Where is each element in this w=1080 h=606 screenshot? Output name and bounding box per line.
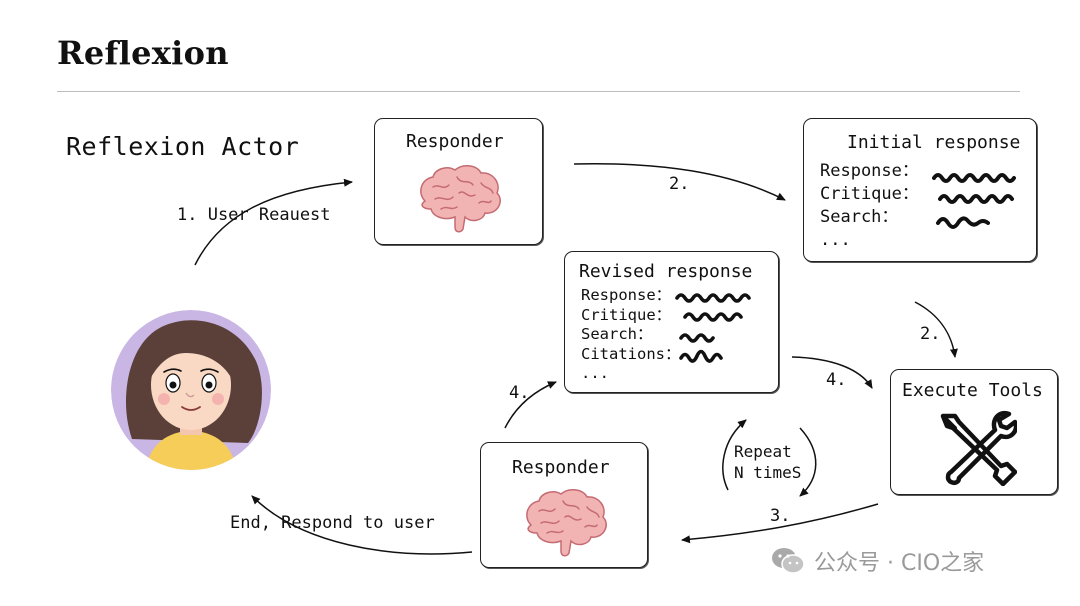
arrow-responder-to-initial bbox=[573, 163, 786, 201]
label-step3: 3. bbox=[770, 506, 791, 526]
label-step2-top: 2. bbox=[669, 174, 690, 194]
label-repeat-line1: Repeat bbox=[734, 442, 792, 461]
arrow-initial-to-tools bbox=[914, 301, 958, 358]
responder-box-top: Responder bbox=[374, 118, 543, 245]
actor-title: Reflexion Actor bbox=[66, 132, 300, 161]
responder-title-bottom: Responder bbox=[512, 457, 610, 478]
initial-critique-label: Critique： bbox=[820, 184, 919, 204]
initial-response-box: Initial response Response： Critique： Sea… bbox=[803, 118, 1037, 262]
label-repeat-line2: N timeS bbox=[734, 463, 802, 482]
execute-tools-title: Execute Tools bbox=[902, 380, 1043, 401]
responder-box-bottom: Responder bbox=[480, 442, 648, 568]
revised-ellipsis: ... bbox=[581, 364, 609, 382]
initial-search-label: Search： bbox=[820, 207, 899, 227]
revised-response-lines: Response： Critique： Search： Citations： .… bbox=[581, 286, 681, 384]
watermark: 公众号 · CIO之家 bbox=[770, 545, 984, 577]
label-step4-left: 4. bbox=[509, 383, 530, 403]
brain-icon bbox=[526, 489, 607, 557]
scribble-lines bbox=[675, 293, 751, 363]
arrow-end-to-user bbox=[251, 495, 473, 555]
revised-response-box: Revised response Response： Critique： Sea… bbox=[564, 251, 779, 393]
revised-response-title: Revised response bbox=[579, 261, 753, 282]
initial-response-lines: Response： Critique： Search： ... bbox=[820, 160, 919, 252]
page-title: Reflexion bbox=[57, 34, 229, 72]
revised-critique-label: Critique： bbox=[581, 305, 672, 324]
initial-ellipsis: ... bbox=[820, 230, 851, 250]
title-divider bbox=[57, 91, 1020, 92]
arrow-repeat-up bbox=[722, 419, 747, 491]
label-end-respond: End, Respond to user bbox=[230, 513, 435, 533]
execute-tools-box: Execute Tools bbox=[890, 369, 1058, 495]
label-user-request: 1. User Reauest bbox=[177, 205, 331, 225]
revised-citations-label: Citations： bbox=[581, 344, 681, 363]
wechat-icon bbox=[772, 548, 805, 574]
responder-title: Responder bbox=[406, 131, 504, 152]
arrow-user-to-responder bbox=[194, 178, 353, 266]
arrow-revised-to-tools bbox=[791, 356, 873, 389]
scribble-lines bbox=[932, 173, 1016, 229]
label-step2-right: 2. bbox=[920, 324, 941, 344]
brain-icon bbox=[420, 165, 501, 233]
arrow-repeat-down bbox=[799, 427, 817, 497]
initial-response-title: Initial response bbox=[847, 132, 1021, 153]
label-step4-right: 4. bbox=[826, 370, 847, 390]
initial-response-label: Response： bbox=[820, 161, 919, 181]
watermark-text: 公众号 · CIO之家 bbox=[814, 551, 985, 576]
revised-search-label: Search： bbox=[581, 325, 653, 343]
arrow-tools-to-responder bbox=[681, 503, 879, 544]
revised-response-label: Response： bbox=[581, 286, 672, 304]
arrow-responder-to-revised bbox=[504, 381, 557, 429]
user-avatar bbox=[111, 310, 271, 470]
tools-icon bbox=[940, 410, 1017, 486]
